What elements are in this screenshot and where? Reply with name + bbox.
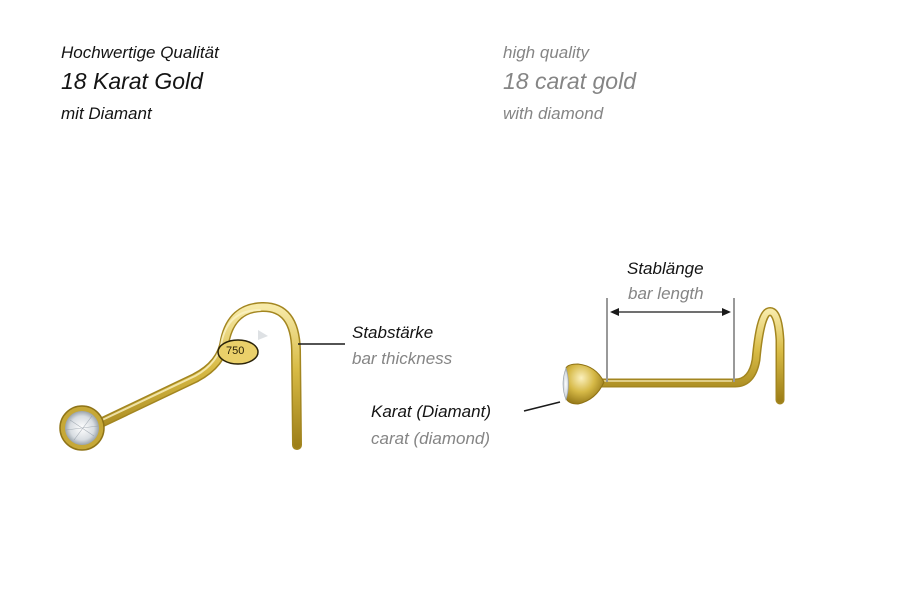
hallmark-stamp [217, 339, 259, 365]
bar-thickness-label-en: bar thickness [352, 349, 453, 368]
arrow-left-icon [610, 308, 619, 316]
header-de-quality: Hochwertige Qualität [61, 43, 219, 62]
right-nose-screw [562, 307, 785, 405]
bar-length-dimension [606, 298, 735, 382]
arrow-right-icon [722, 308, 731, 316]
carat-leader-line [523, 401, 561, 412]
header-en-quality: high quality [503, 43, 590, 62]
header-en-stone: with diamond [503, 104, 604, 123]
header-de-stone: mit Diamant [61, 104, 152, 123]
right-bezel-cup [565, 363, 605, 405]
bar-length-label-de: Stablänge [627, 259, 704, 278]
carat-label-en: carat (diamond) [371, 429, 491, 448]
header-en-material: 18 carat gold [503, 68, 636, 94]
left-nose-screw [59, 302, 302, 451]
bar-length-label-en: bar length [628, 284, 704, 303]
right-diamond [562, 367, 569, 401]
bar-thickness-label-de: Stabstärke [352, 323, 434, 342]
carat-label-de: Karat (Diamant) [371, 402, 491, 421]
header-de-material: 18 Karat Gold [61, 68, 203, 94]
hallmark-stamp-text: 750 [226, 345, 245, 357]
